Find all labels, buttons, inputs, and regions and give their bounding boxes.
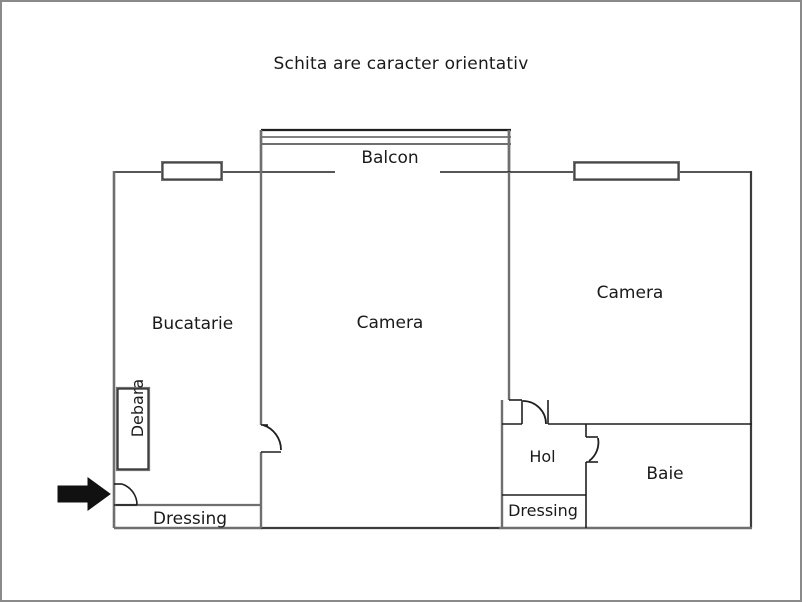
door-baie	[588, 437, 600, 462]
window-camera-right	[573, 161, 680, 181]
page-title: Schita are caracter orientativ	[273, 54, 529, 74]
door-camera-mid	[261, 424, 282, 453]
debara-outline	[115, 386, 151, 472]
exterior-walls	[112, 171, 753, 530]
window-bucatarie	[161, 161, 223, 181]
balcony-outline	[259, 128, 511, 172]
interior-walls	[116, 130, 752, 528]
door-entry	[114, 483, 138, 506]
room-label-dressing-right: Dressing	[508, 501, 578, 520]
room-label-bucatarie: Bucatarie	[151, 314, 234, 334]
entrance-arrow-icon	[57, 477, 111, 511]
room-label-balcon: Balcon	[361, 148, 419, 168]
room-label-debara: Debara	[128, 378, 147, 438]
room-label-hol: Hol	[529, 447, 556, 466]
door-camera-right	[522, 400, 547, 425]
room-label-camera-middle: Camera	[356, 313, 424, 333]
room-label-dressing-left: Dressing	[152, 509, 228, 529]
room-label-camera-right: Camera	[596, 283, 664, 303]
room-label-baie: Baie	[646, 464, 684, 484]
